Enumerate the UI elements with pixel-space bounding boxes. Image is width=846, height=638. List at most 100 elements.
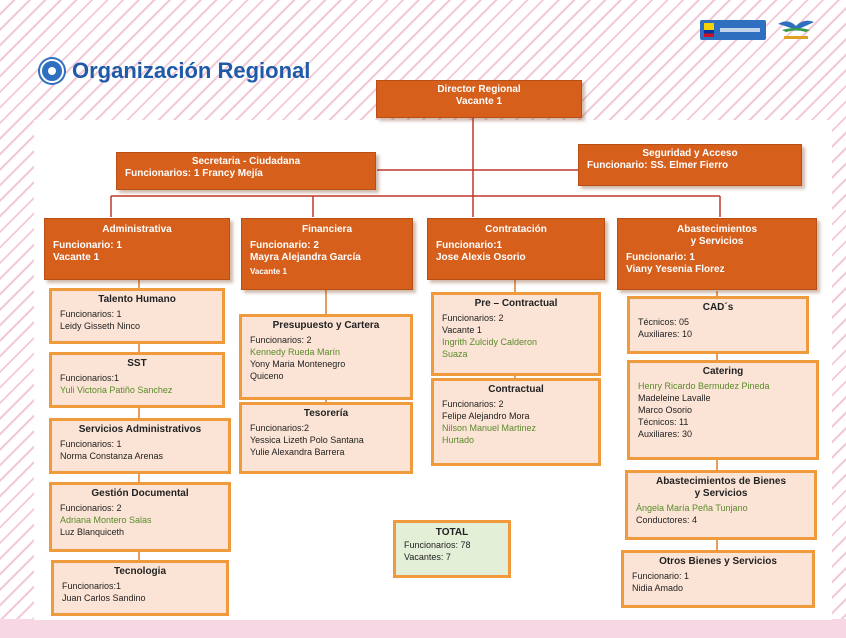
director-line: Vacante 1 xyxy=(455,96,503,107)
unit-line: Adriana Montero Salas xyxy=(60,515,152,525)
unit-line: Kennedy Rueda Marín xyxy=(250,347,341,357)
area-contratacion: Contratación Funcionario:1 Jose Alexis O… xyxy=(427,218,605,280)
secretaria-line: Funcionarios: 1 Francy Mejía xyxy=(125,168,263,179)
unit-line: Funcionarios: 1 xyxy=(60,309,122,319)
unit-line: Funcionarios: 2 xyxy=(442,313,504,323)
unit-title: Tecnologia xyxy=(113,566,167,577)
unit-otros-bienes: Otros Bienes y Servicios Funcionario: 1 … xyxy=(621,550,815,608)
unit-title: Otros Bienes y Servicios xyxy=(659,556,777,567)
unit-title: y Servicios xyxy=(694,488,748,499)
area-line: Mayra Alejandra García xyxy=(250,252,361,263)
unit-title: Gestión Documental xyxy=(91,488,189,499)
unit-line: Técnicos: 11 xyxy=(638,417,689,427)
unit-line: Ángela María Peña Tunjano xyxy=(636,503,748,513)
unit-line: Funcionarios:1 xyxy=(62,581,122,591)
unit-line: Técnicos: 05 xyxy=(638,317,690,327)
area-line: Vacante 1 xyxy=(250,267,287,276)
unit-line: Henry Ricardo Bermudez Pineda xyxy=(638,381,770,391)
director-box: Director Regional Vacante 1 xyxy=(376,80,582,118)
unit-title: SST xyxy=(127,358,147,369)
unit-line: Nilson Manuel Martinez xyxy=(442,423,537,433)
area-abastecimientos: Abastecimientos y Servicios Funcionario:… xyxy=(617,218,817,290)
secretaria-title: Secretaria - Ciudadana xyxy=(191,156,301,167)
area-line: Funcionario: 1 xyxy=(626,252,695,263)
page-title: Organización Regional xyxy=(72,58,311,83)
unit-line: Yony Maria Montenegro xyxy=(250,359,346,369)
unit-line: Nidia Amado xyxy=(632,583,684,593)
unit-line: Norma Constanza Arenas xyxy=(60,451,164,461)
unit-line: Funcionarios: 2 xyxy=(250,335,312,345)
unit-line: Funcionario: 1 xyxy=(632,571,690,581)
unit-line: Suaza xyxy=(442,349,468,359)
area-line: Funcionario:1 xyxy=(436,240,503,251)
unit-title: Contractual xyxy=(488,384,544,395)
unit-line: Funcionarios:2 xyxy=(250,423,310,433)
total-line: Funcionarios: 78 xyxy=(404,540,471,550)
unit-line: Funcionarios: 2 xyxy=(442,399,504,409)
unit-title: Pre – Contractual xyxy=(474,298,558,309)
unit-line: Luz Blanquiceth xyxy=(60,527,125,537)
government-logo-icon xyxy=(700,20,766,40)
unit-servicios-administrativos: Servicios Administrativos Funcionarios: … xyxy=(49,418,231,474)
area-line: Jose Alexis Osorio xyxy=(436,252,526,263)
area-title: Administrativa xyxy=(102,224,172,235)
area-title: Contratación xyxy=(485,224,547,235)
page-title-area: Organización Regional xyxy=(40,58,310,84)
area-line: Viany Yesenia Florez xyxy=(626,264,725,275)
unit-line: Hurtado xyxy=(442,435,475,445)
area-title: Abastecimientos xyxy=(676,224,758,235)
bottom-bar xyxy=(0,619,846,638)
area-line: Vacante 1 xyxy=(53,252,100,263)
unit-line: Marco Osorio xyxy=(638,405,693,415)
unit-line: Ingrith Zulcidy Calderon xyxy=(442,337,538,347)
unit-title: Abastecimientos de Bienes xyxy=(655,476,787,487)
unit-line: Yulie Alexandra Barrera xyxy=(250,447,345,457)
total-box: TOTAL Funcionarios: 78 Vacantes: 7 xyxy=(393,520,511,578)
unit-line: Conductores: 4 xyxy=(636,515,698,525)
unit-line: Auxiliares: 30 xyxy=(638,429,693,439)
total-line: Vacantes: 7 xyxy=(404,552,451,562)
unit-presupuesto-cartera: Presupuesto y Cartera Funcionarios: 2 Ke… xyxy=(239,314,413,400)
unit-line: Leidy Gisseth Ninco xyxy=(60,321,141,331)
seguridad-line: Funcionario: SS. Elmer Fierro xyxy=(587,160,729,171)
unit-line: Yessica Lizeth Polo Santana xyxy=(250,435,364,445)
seguridad-title: Seguridad y Acceso xyxy=(642,148,738,159)
unit-line: Quiceno xyxy=(250,371,284,381)
unit-line: Yuli Victoria Patiño Sanchez xyxy=(60,385,173,395)
unit-catering: Catering Henry Ricardo Bermudez Pineda M… xyxy=(627,360,819,460)
area-financiera: Financiera Funcionario: 2 Mayra Alejandr… xyxy=(241,218,413,290)
bird-logo-icon xyxy=(776,16,816,44)
total-title: TOTAL xyxy=(435,527,469,538)
director-title: Director Regional xyxy=(437,84,521,95)
area-title: y Servicios xyxy=(690,236,744,247)
unit-pre-contractual: Pre – Contractual Funcionarios: 2 Vacant… xyxy=(431,292,601,376)
unit-tecnologia: Tecnologia Funcionarios:1 Juan Carlos Sa… xyxy=(51,560,229,616)
unit-abastecimientos-bienes: Abastecimientos de Bienes y Servicios Án… xyxy=(625,470,817,540)
unit-title: Talento Humano xyxy=(98,294,176,305)
unit-line: Funcionarios: 2 xyxy=(60,503,122,513)
unit-talento-humano: Talento Humano Funcionarios: 1 Leidy Gis… xyxy=(49,288,225,344)
unit-contractual: Contractual Funcionarios: 2 Felipe Aleja… xyxy=(431,378,601,466)
unit-line: Funcionarios: 1 xyxy=(60,439,122,449)
unit-line: Vacante 1 xyxy=(442,325,482,335)
unit-title: Tesorería xyxy=(303,408,349,419)
area-administrativa: Administrativa Funcionario: 1 Vacante 1 xyxy=(44,218,230,280)
secretaria-box: Secretaria - Ciudadana Funcionarios: 1 F… xyxy=(116,152,376,190)
unit-tesoreria: Tesorería Funcionarios:2 Yessica Lizeth … xyxy=(239,402,413,474)
unit-line: Funcionarios:1 xyxy=(60,373,120,383)
unit-title: Presupuesto y Cartera xyxy=(272,320,380,331)
header-logos xyxy=(700,16,816,44)
area-line: Funcionario: 1 xyxy=(53,240,122,251)
unit-title: Catering xyxy=(702,366,744,377)
unit-cads: CAD´s Técnicos: 05 Auxiliares: 10 xyxy=(627,296,809,354)
seguridad-box: Seguridad y Acceso Funcionario: SS. Elme… xyxy=(578,144,802,186)
bullet-icon xyxy=(40,59,64,83)
unit-line: Auxiliares: 10 xyxy=(638,329,693,339)
unit-line: Madeleine Lavalle xyxy=(638,393,711,403)
unit-line: Juan Carlos Sandino xyxy=(62,593,146,603)
unit-line: Felipe Alejandro Mora xyxy=(442,411,530,421)
unit-title: Servicios Administrativos xyxy=(78,424,202,435)
area-line: Funcionario: 2 xyxy=(250,240,319,251)
area-title: Financiera xyxy=(301,224,353,235)
unit-gestion-documental: Gestión Documental Funcionarios: 2 Adria… xyxy=(49,482,231,552)
